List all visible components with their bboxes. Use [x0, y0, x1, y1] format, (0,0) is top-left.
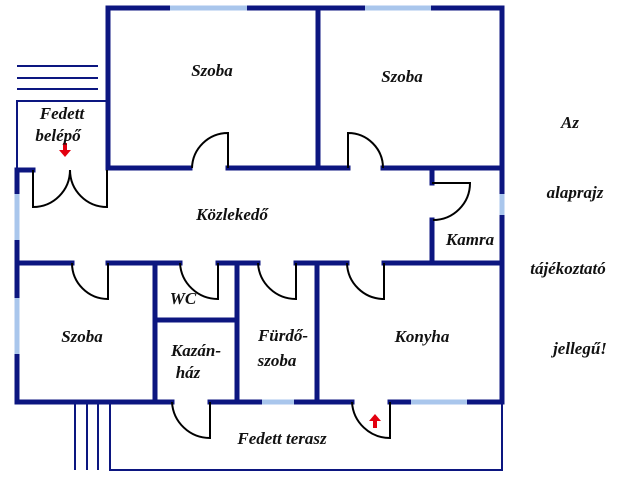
terrace-outline [109, 402, 503, 471]
label-entrance-line2: belépő [35, 126, 82, 145]
label-terrace: Fedett terasz [236, 429, 327, 448]
note-line-2: alaprajz [547, 183, 604, 202]
label-boiler-line2: ház [176, 363, 201, 382]
label-room-bottom-left: Szoba [61, 327, 103, 346]
label-kitchen: Konyha [394, 327, 450, 346]
note-line-4: jellegű! [550, 339, 607, 358]
label-corridor: Közlekedő [195, 205, 269, 224]
label-boiler-line1: Kazán- [170, 341, 221, 360]
label-wc: WC [170, 289, 197, 308]
terrace-stairs [74, 402, 99, 470]
doors [32, 131, 472, 440]
windows [14, 5, 505, 405]
label-pantry: Kamra [445, 230, 495, 249]
entrance-arrow-icon [59, 143, 71, 157]
terrace-entry-arrow-icon [369, 414, 381, 428]
note-line-1: Az [560, 113, 579, 132]
label-bath-line2: szoba [257, 351, 297, 370]
entrance-stairs [17, 65, 98, 90]
label-room-top-right: Szoba [381, 67, 423, 86]
label-room-top-left: Szoba [191, 61, 233, 80]
label-entrance-line1: Fedett [39, 104, 86, 123]
note-line-3: tájékoztató [530, 259, 606, 278]
label-bath-line1: Fürdő- [257, 326, 308, 345]
entrance-porch-outline [16, 100, 108, 170]
